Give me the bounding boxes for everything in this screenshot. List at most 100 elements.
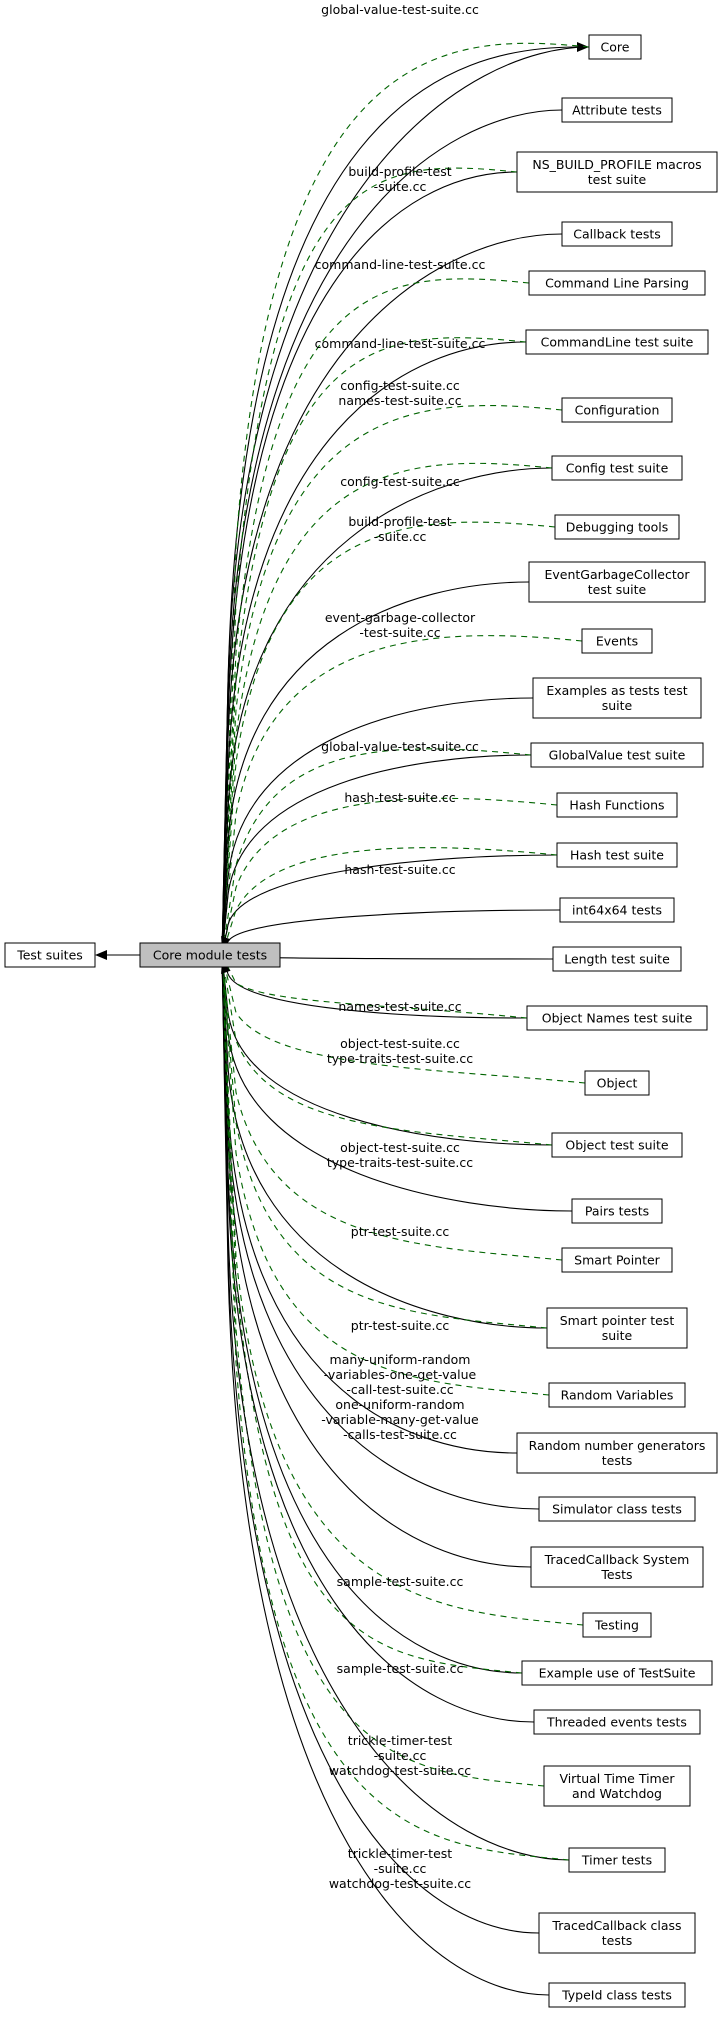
node-typeid[interactable]: TypeId class tests [548, 1982, 686, 2008]
node-label: tests [602, 1453, 633, 1468]
edge-label-events: event-garbage-collector-test-suite.cc [325, 610, 476, 640]
edge-globalvalue-dashed [221, 748, 532, 956]
node-label: Virtual Time Timer [559, 1771, 675, 1786]
node-callback[interactable]: Callback tests [561, 221, 673, 247]
node-label: Debugging tools [566, 520, 669, 535]
edge-pairs-solid [221, 954, 573, 1212]
node-label: Length test suite [564, 952, 670, 967]
node-smartptr[interactable]: Smart Pointer [561, 1247, 673, 1273]
edge-tcsystem-solid [221, 954, 532, 1568]
node-cmdline[interactable]: CommandLine test suite [525, 329, 709, 355]
node-label: GlobalValue test suite [549, 748, 686, 763]
node-int64[interactable]: int64x64 tests [559, 897, 675, 923]
edge-config-dashed [221, 462, 553, 956]
edge-rng-solid [221, 954, 518, 1454]
node-debugging[interactable]: Debugging tools [554, 514, 680, 540]
node-testing[interactable]: Testing [582, 1612, 652, 1638]
node-length[interactable]: Length test suite [552, 946, 682, 972]
node-label: Smart pointer test [560, 1313, 675, 1328]
edge-threaded-solid [221, 954, 535, 1723]
edge-objtest-dashed [221, 954, 553, 1146]
node-label: Hash test suite [570, 848, 664, 863]
node-label: Object test suite [565, 1138, 668, 1153]
edge-config-solid [221, 467, 553, 956]
node-root[interactable]: Test suites [4, 942, 96, 968]
edge-arrow-core [577, 42, 589, 52]
node-objnames[interactable]: Object Names test suite [526, 1005, 708, 1031]
edge-nsbuild-dashed [221, 167, 518, 956]
node-randvars[interactable]: Random Variables [548, 1382, 686, 1408]
edge-arrow-root [95, 950, 107, 960]
node-center[interactable]: Core module tests [139, 942, 281, 968]
edge-debugging-dashed [221, 521, 556, 956]
node-label: Pairs tests [585, 1204, 649, 1219]
node-cmdparse[interactable]: Command Line Parsing [528, 270, 706, 296]
edge-core-solid [221, 46, 590, 956]
node-hashfunc[interactable]: Hash Functions [556, 792, 678, 818]
edge-egc-solid [221, 581, 530, 956]
edge-label-debugging: build-profile-test-suite.cc [348, 514, 451, 544]
edge-cmdline-dashed [221, 337, 527, 956]
node-exampleuse[interactable]: Example use of TestSuite [521, 1660, 713, 1686]
edge-randvars-dashed [221, 954, 550, 1396]
node-events[interactable]: Events [581, 628, 653, 654]
node-configuration[interactable]: Configuration [561, 397, 673, 423]
edge-label-smartptrtest: ptr-test-suite.cc [351, 1318, 450, 1333]
edge-timer-dashed [221, 954, 570, 1861]
node-objtest[interactable]: Object test suite [551, 1132, 683, 1158]
edge-hashtest-solid [221, 854, 558, 956]
node-config[interactable]: Config test suite [551, 455, 683, 481]
node-timer[interactable]: Timer tests [568, 1847, 666, 1873]
edge-callback-solid [221, 233, 563, 956]
node-label: Core module tests [153, 948, 267, 963]
graph-edges [95, 42, 590, 1996]
node-hashtest[interactable]: Hash test suite [556, 842, 678, 868]
edge-smartptrtest-dashed [221, 954, 548, 1329]
node-attribute[interactable]: Attribute tests [561, 97, 673, 123]
node-threaded[interactable]: Threaded events tests [533, 1709, 701, 1735]
node-object[interactable]: Object [584, 1070, 650, 1096]
node-label: Random Variables [561, 1388, 674, 1403]
node-simulator[interactable]: Simulator class tests [538, 1496, 696, 1522]
node-label: Core [601, 40, 630, 55]
node-core[interactable]: Core [588, 34, 642, 60]
node-label: Callback tests [573, 227, 661, 242]
node-label: Configuration [575, 403, 660, 418]
edge-int64-solid [221, 909, 561, 956]
edge-simulator-solid [221, 954, 540, 1510]
node-label: Command Line Parsing [545, 276, 689, 291]
node-label: Examples as tests test [546, 683, 687, 698]
node-label: Object Names test suite [542, 1011, 693, 1026]
edge-label-cmdparse: command-line-test-suite.cc [315, 257, 486, 272]
edge-cmdparse-dashed [221, 278, 530, 956]
edge-typeid-solid [221, 954, 550, 1996]
edge-tcclass-solid [221, 954, 540, 1934]
node-label: Simulator class tests [552, 1502, 682, 1517]
edge-smartptr-dashed [221, 954, 563, 1261]
node-label: NS_BUILD_PROFILE macros [532, 157, 701, 172]
edge-vtt-dashed [221, 954, 545, 1787]
edge-label-randvars: many-uniform-random-variables-one-get-va… [321, 1352, 479, 1442]
node-label: Example use of TestSuite [539, 1666, 696, 1681]
node-globalvalue[interactable]: GlobalValue test suite [530, 742, 704, 768]
edge-label-globalvalue: global-value-test-suite.cc [321, 739, 479, 754]
node-label: suite [602, 1328, 633, 1343]
edge-object-dashed [221, 954, 586, 1084]
node-label: Hash Functions [569, 798, 664, 813]
node-label: int64x64 tests [572, 903, 662, 918]
node-pairs[interactable]: Pairs tests [571, 1198, 663, 1224]
graph-edge-labels: global-value-test-suite.cc build-profile-… [315, 2, 486, 1891]
node-label: Threaded events tests [546, 1715, 687, 1730]
